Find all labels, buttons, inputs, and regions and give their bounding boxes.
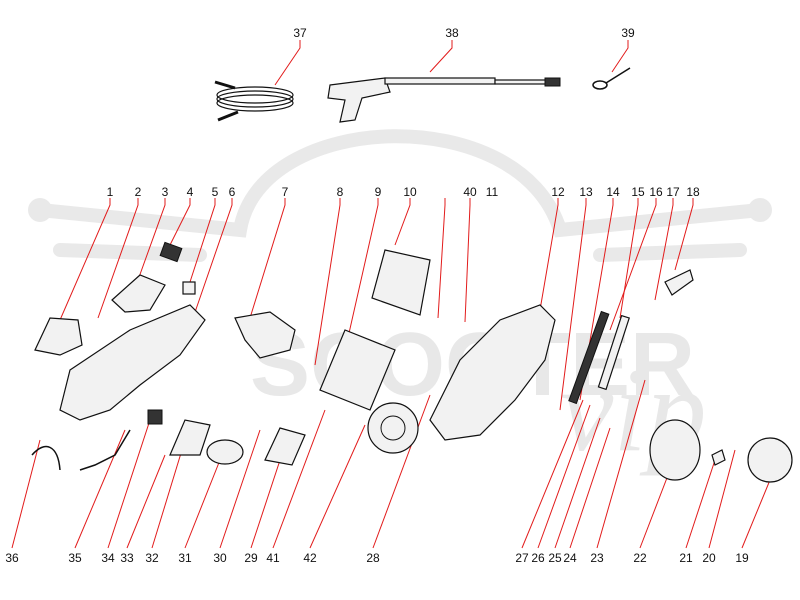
- part-1-cover: [34, 317, 83, 356]
- label-11: 11: [486, 185, 499, 199]
- label-28: 28: [366, 551, 380, 565]
- label-20: 20: [702, 551, 716, 565]
- label-16: 16: [649, 185, 663, 199]
- label-21: 21: [679, 551, 693, 565]
- part-9-motor: [319, 329, 396, 411]
- part-32-switch: [169, 419, 211, 456]
- part-rear-housing: [429, 304, 556, 441]
- part-29-box: [264, 427, 306, 466]
- label-1: 1: [107, 185, 114, 199]
- part-18-handle: [664, 269, 694, 296]
- part-4-spring: [159, 241, 183, 263]
- label-40: 40: [463, 185, 477, 199]
- label-17: 17: [666, 185, 680, 199]
- part-14-tube: [568, 310, 610, 405]
- label-10: 10: [403, 185, 417, 199]
- label-5: 5: [212, 185, 219, 199]
- label-35: 35: [68, 551, 82, 565]
- part-5-clip: [182, 281, 196, 295]
- label-23: 23: [590, 551, 604, 565]
- label-34: 34: [101, 551, 115, 565]
- part-hose: [214, 80, 294, 122]
- label-42: 42: [303, 551, 317, 565]
- label-22: 22: [633, 551, 647, 565]
- label-27: 27: [515, 551, 529, 565]
- label-25: 25: [548, 551, 562, 565]
- label-33: 33: [120, 551, 134, 565]
- label-14: 14: [606, 185, 620, 199]
- part-35-cable: [79, 429, 131, 471]
- part-21-nut: [711, 449, 726, 466]
- label-37: 37: [293, 26, 307, 40]
- label-39: 39: [621, 26, 635, 40]
- part-16-rod: [597, 314, 630, 391]
- label-2: 2: [135, 185, 142, 199]
- label-29: 29: [244, 551, 258, 565]
- part-front-housing: [59, 304, 206, 421]
- label-4: 4: [187, 185, 194, 199]
- part-22-wheel: [649, 419, 701, 481]
- part-36-cord: [31, 445, 61, 471]
- label-6: 6: [229, 185, 236, 199]
- part-31-cylinder: [206, 439, 244, 465]
- label-12: 12: [551, 185, 565, 199]
- label-32: 32: [145, 551, 159, 565]
- label-38: 38: [445, 26, 459, 40]
- label-13: 13: [579, 185, 593, 199]
- label-30: 30: [213, 551, 227, 565]
- label-36: 36: [5, 551, 19, 565]
- label-3: 3: [162, 185, 169, 199]
- number-labels: 1 2 3 4 5 6 7 8 9 10 11 12 13 14 15 16 1…: [5, 26, 749, 565]
- part-19-cap: [747, 437, 793, 483]
- part-10-filter: [371, 249, 431, 316]
- label-24: 24: [563, 551, 577, 565]
- label-9: 9: [375, 185, 382, 199]
- part-cleaning-needle: [592, 67, 631, 90]
- label-18: 18: [686, 185, 700, 199]
- part-42-wheel: [367, 402, 419, 454]
- label-31: 31: [178, 551, 192, 565]
- label-41: 41: [266, 551, 280, 565]
- part-7-plate: [234, 311, 296, 359]
- label-15: 15: [631, 185, 645, 199]
- label-7: 7: [282, 185, 289, 199]
- part-34-gland: [147, 409, 163, 425]
- label-26: 26: [531, 551, 545, 565]
- part-3-holder: [111, 274, 166, 313]
- leader-lines: [11, 40, 771, 549]
- part-spray-gun: [327, 77, 561, 123]
- label-8: 8: [337, 185, 344, 199]
- label-19: 19: [735, 551, 749, 565]
